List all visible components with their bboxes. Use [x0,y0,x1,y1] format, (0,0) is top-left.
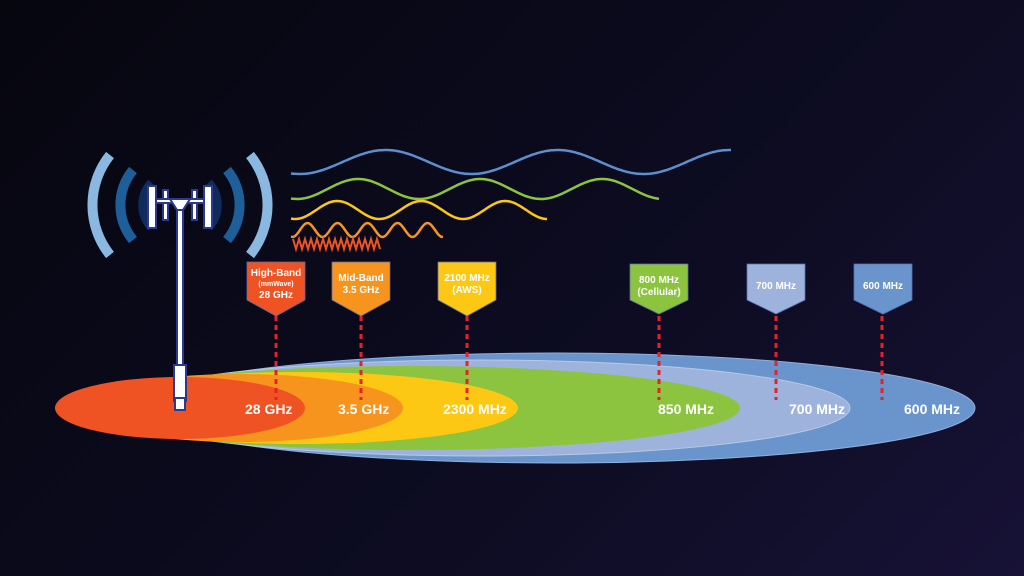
tag-high-band: High-Band (mmWave) 28 GHz [246,261,306,317]
wave-850mhz [290,177,660,201]
wave-3.5ghz [290,221,444,239]
range-label-3.5ghz: 3.5 GHz [338,401,389,417]
tag-700mhz: 700 MHz [746,263,806,315]
tag-text: 800 MHz [639,275,679,286]
range-label-850mhz: 850 MHz [658,401,714,417]
cell-tower-icon [147,185,213,411]
tag-600mhz: 600 MHz [853,263,913,315]
tag-mid-band: Mid-Band 3.5 GHz [331,261,391,317]
tag-text: 28 GHz [259,290,293,301]
wave-2300mhz [290,199,548,221]
tag-text: 2100 MHz [444,273,490,284]
tag-800mhz: 800 MHz (Cellular) [629,263,689,315]
tag-text: 3.5 GHz [343,285,380,296]
wave-28ghz [292,235,381,253]
wave-600mhz [290,148,731,176]
tag-text: (mmWave) [258,281,293,288]
tag-text: (Cellular) [637,287,680,298]
tag-text: 700 MHz [756,281,796,292]
range-label-2300mhz: 2300 MHz [443,401,507,417]
tag-text: 600 MHz [863,281,903,292]
tag-text: Mid-Band [338,273,384,284]
waves [290,148,731,253]
tag-2100mhz: 2100 MHz (AWS) [437,261,497,317]
range-label-700mhz: 700 MHz [789,401,845,417]
tag-text: High-Band [251,268,302,279]
dashed-markers [274,316,884,400]
tag-text: (AWS) [452,285,481,296]
range-label-600mhz: 600 MHz [904,401,960,417]
range-label-28ghz: 28 GHz [245,401,292,417]
